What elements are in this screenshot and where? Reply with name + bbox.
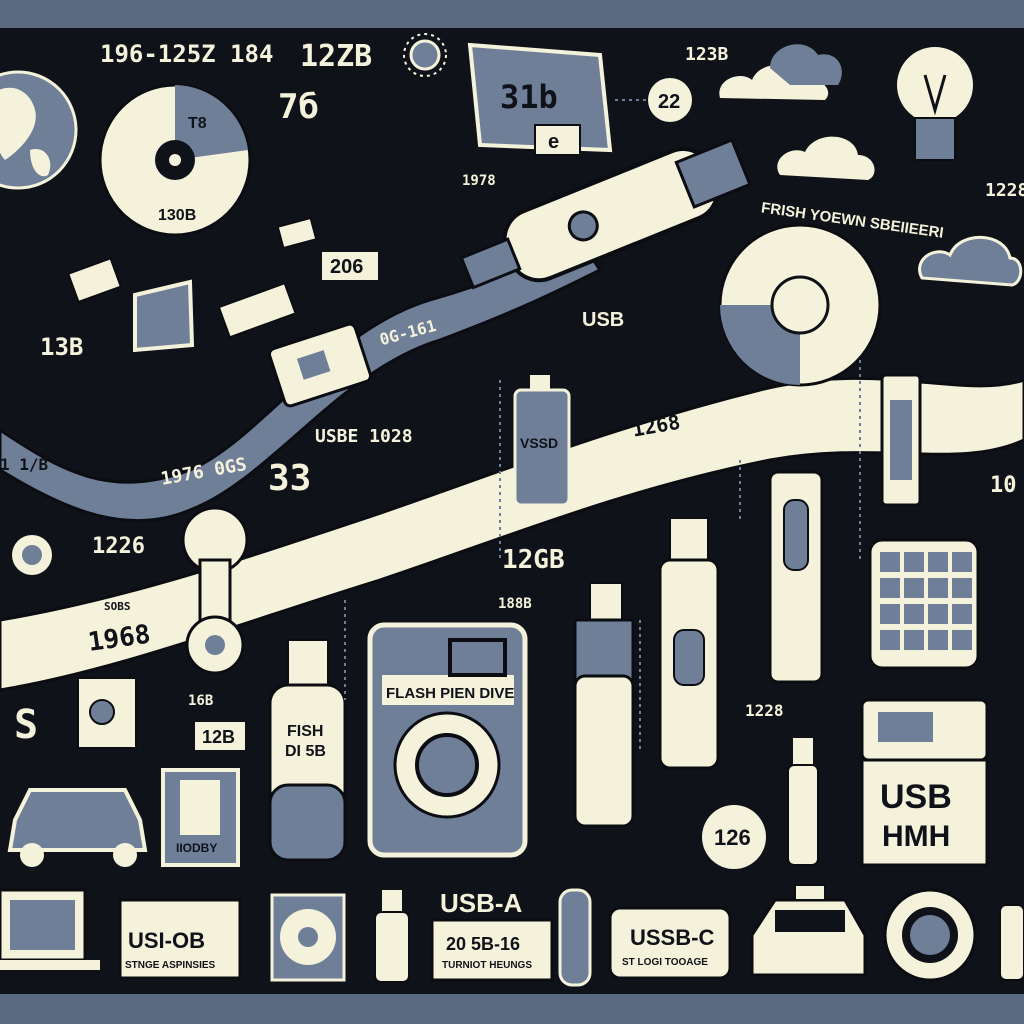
ribbon-lower — [0, 376, 1024, 692]
cd-disc-icon — [98, 83, 252, 237]
cd-disc-icon — [718, 223, 882, 387]
usb-flash-drive-icon — [573, 582, 635, 828]
label-card — [608, 906, 732, 980]
label-1228b: 1228 — [745, 701, 784, 720]
badge-126 — [702, 805, 766, 869]
top-right-1228: 1228 — [985, 180, 1024, 201]
big-33-label: 33 — [268, 458, 311, 499]
car-icon — [7, 788, 148, 867]
usb-flash-drive-icon — [768, 470, 824, 684]
ribbon-small-text: SOBS — [104, 600, 131, 613]
s-letter: S — [14, 702, 38, 748]
usb-hub-icon — [860, 698, 989, 867]
small-16b-label: 16B — [650, 468, 675, 484]
right-10-label: 10 — [990, 473, 1017, 498]
ussb-c-label: USSB-C — [630, 925, 714, 950]
box-12b-label: 12B — [202, 727, 235, 747]
small-1978-label: 1978 — [462, 173, 496, 189]
usb-flash-drive-icon — [999, 904, 1024, 981]
usb-flash-drive-icon — [374, 890, 410, 983]
usi-ob-label: USI-OB — [128, 928, 205, 953]
fan-icon — [270, 893, 346, 982]
usb-flash-drive-icon — [658, 517, 720, 770]
disc-bottom-label: 130B — [158, 207, 196, 224]
fish-label: FISH — [287, 723, 323, 740]
cloud-icon — [719, 44, 1023, 287]
vssd-label: VSSD — [520, 435, 558, 451]
label-card — [118, 898, 242, 980]
connector-icon — [66, 216, 318, 339]
small-1886-label: 188B — [498, 596, 532, 612]
calculator-keypad-icon — [868, 538, 980, 670]
left-13b-label: 13B — [40, 333, 83, 361]
device-panel-icon — [161, 768, 240, 867]
badge-22 — [648, 78, 692, 122]
wrench-icon — [181, 506, 249, 675]
top-76-label: 7б — [278, 87, 319, 127]
screen-panel — [467, 42, 613, 156]
usb-flash-drive-icon — [880, 373, 922, 507]
tape-roll-icon — [883, 888, 977, 982]
box-206 — [322, 252, 378, 280]
label-16b-arrow: 16B — [188, 693, 213, 709]
usb-a-label: USB-A — [440, 888, 523, 918]
usb-hmh-line2: HMH — [882, 820, 950, 853]
ribbon-left-text: 1 1/B — [0, 455, 49, 474]
usb-flash-drive-icon — [268, 639, 347, 862]
usb-1028-label: USBE 1028 — [315, 426, 413, 447]
disc-top-label: T8 — [188, 115, 207, 132]
chip-icon — [77, 677, 137, 749]
badge-126-label: 126 — [714, 825, 751, 850]
iiodby-label: IIODBY — [176, 841, 217, 855]
usb-hmh-line1: USB — [880, 778, 952, 816]
usb-flash-drive-icon — [787, 738, 819, 866]
top-128-label: 12ZB — [300, 39, 372, 74]
range-16-label: 20 5B-16 — [446, 934, 520, 954]
usb-flash-drive-icon — [558, 888, 592, 987]
usb-flash-drive-icon — [513, 375, 571, 507]
flash-pen-label: FLASH PIEN DIVE — [386, 685, 514, 702]
screen-31b-label: 31b — [500, 78, 558, 116]
big-12gb-label: 12GB — [502, 545, 565, 575]
box-206-label: 206 — [330, 256, 363, 278]
ribbon-upper — [0, 238, 603, 523]
camera-drive-icon — [367, 622, 528, 858]
top-left-code: 196-125Z 184 — [100, 40, 273, 68]
globe-icon — [0, 70, 78, 190]
box-12b — [195, 722, 245, 750]
screen-e-label: e — [548, 131, 559, 153]
target-icon-center — [22, 545, 42, 565]
left-1226-label: 1226 — [92, 534, 145, 559]
usb-label: USB — [582, 309, 624, 331]
stlogi-label: ST LOGI TOOAGE — [622, 957, 708, 968]
turnnt-label: TURNIOT HEUNGS — [442, 960, 532, 971]
laptop-icon — [0, 888, 100, 970]
chip-icon — [133, 279, 195, 353]
di-5b-label: DI 5B — [285, 743, 326, 760]
usb-flash-drive-icon — [459, 138, 752, 290]
light-bulb-icon — [897, 47, 973, 161]
dotted-connector-lines — [344, 99, 861, 750]
sun-icon — [403, 33, 447, 77]
usb-plug-icon — [267, 322, 373, 408]
badge-22-label: 22 — [658, 91, 680, 113]
stnge-label: STNGE ASPINSIES — [125, 960, 216, 971]
taxi-icon — [750, 884, 867, 977]
top-123b-label: 123B — [685, 44, 729, 65]
label-card — [430, 918, 554, 982]
